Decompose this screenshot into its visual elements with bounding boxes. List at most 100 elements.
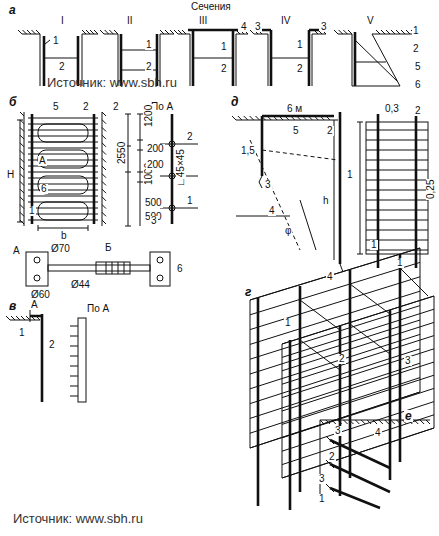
ground-hatch [20,205,24,209]
ground-hatch [170,30,174,34]
ground-hatch [114,30,118,34]
drawing-label: 4 [326,272,334,282]
watermark: Источник: www.sbh.ru [12,512,144,525]
drawing-label: 2 [220,64,228,74]
drawing-label: е [404,410,413,422]
ground-hatch [20,112,24,116]
drawing-label: 1 [52,36,60,46]
drawing-label: 5 [414,62,422,72]
ground-hatch [426,420,430,424]
ground-hatch [361,420,365,424]
ground-hatch [102,220,106,224]
drawing-label: 2 [414,106,422,116]
ground-hatch [20,127,24,131]
ground-hatch [20,158,24,162]
drawing-label: 2 [112,102,120,112]
ground-hatch [82,30,86,34]
drawing-label: а [8,4,17,16]
ground-hatch [23,30,27,34]
drawing-label: 3 [264,180,272,190]
ground-hatch [20,143,24,147]
ground-hatch [165,30,169,34]
ground-hatch [86,30,90,34]
ground-hatch [18,30,22,34]
drawing-label: 3 [334,426,342,436]
drawing-label: 1200 [144,104,154,128]
ground-hatch [102,174,106,178]
ground-hatch [343,30,347,34]
ground-hatch [100,30,104,34]
drawing-label: 2 [82,102,90,112]
drawing-label: 1 [370,240,378,250]
drawing-label: 2 [145,62,153,72]
drawing-label: 4 [374,428,382,438]
ground-hatch [160,30,164,34]
drawing-label: h [322,196,330,206]
drawing-label: 3 [320,22,328,32]
drawing-label: 2550 [117,141,127,165]
ground-hatch [32,30,36,34]
ground-hatch [102,112,106,116]
drawing-label: 4 [240,22,248,32]
drawing-label: в [8,300,17,312]
ground-hatch [109,30,113,34]
drawing-label: Сечения [190,2,232,12]
drawing-label: По А [86,304,110,314]
drawing-label: 1 [346,170,354,180]
drawing-label: 2 [186,132,194,142]
ground-hatch [20,197,24,201]
drawing-label: 2 [296,64,304,74]
ground-hatch [334,30,338,34]
ground-hatch [90,30,94,34]
ground-hatch [94,30,98,34]
ground-hatch [339,30,343,34]
ground-hatch [376,30,380,34]
ground-hatch [355,420,359,424]
drawing-label: 3 [318,474,326,484]
ground-hatch [102,151,106,155]
ground-hatch [348,30,352,34]
ground-hatch [379,420,383,424]
drawing-label: 2 [412,44,420,54]
ground-hatch [102,212,106,216]
drawing-label: б [8,96,17,108]
drawing-label: I [60,16,65,26]
ground-hatch [102,166,106,170]
ground-hatch [20,135,24,139]
ground-hatch [102,158,106,162]
ground-hatch [6,316,10,320]
drawing-label: 2 [326,126,334,136]
ground-hatch [102,189,106,193]
ground-hatch [401,30,405,34]
ground-hatch [344,420,348,424]
ground-hatch [21,316,25,320]
drawing-label: А [38,156,47,166]
ground-hatch [36,30,40,34]
ground-hatch [102,143,106,147]
drawing-label: А [30,300,39,310]
ground-hatch [27,30,31,34]
drawing-label: 2 [48,340,56,350]
ground-hatch [102,120,106,124]
ground-hatch [178,30,182,34]
drawing-label: 0,3 [384,104,400,114]
ground-hatch [102,181,106,185]
drawing-label: 6 [414,80,422,90]
drawing-label: Ø60 [30,290,51,300]
ground-hatch [396,30,400,34]
ground-hatch [381,30,385,34]
ground-hatch [20,181,24,185]
ground-hatch [20,174,24,178]
drawing-label: II [126,16,134,26]
drawing-label: 1 [396,258,404,268]
ground-hatch [20,151,24,155]
drawing-label: 3 [404,356,412,366]
drawing-label: 1 [318,494,326,504]
watermark: Источник: www.sbh.ru [46,76,178,89]
drawing-label: III [198,16,208,26]
drawing-label: Ø44 [70,280,91,290]
drawing-label: 1 [145,40,153,50]
ground-hatch [386,30,390,34]
ground-hatch [102,127,106,131]
ground-hatch [102,135,106,139]
